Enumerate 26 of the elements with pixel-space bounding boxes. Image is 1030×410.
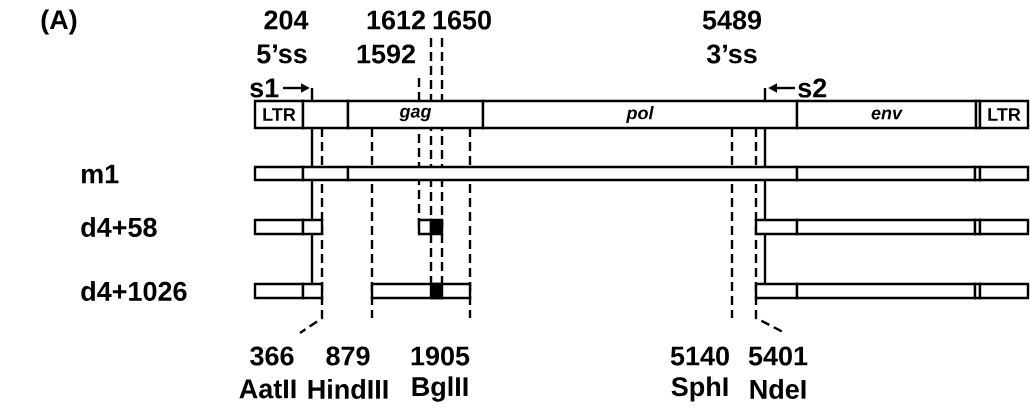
position-number: 5489 <box>702 10 762 30</box>
enzyme-label: AatII <box>239 379 296 399</box>
panel-label: (A) <box>41 9 77 35</box>
position-number: 1612 <box>367 10 425 30</box>
construct-label: d4+1026 <box>81 281 187 301</box>
genome-segment <box>301 99 350 130</box>
position-number: 5140 <box>670 346 729 366</box>
position-number: 1592 <box>357 44 415 64</box>
primer-label: s1 <box>250 78 279 98</box>
position-number: 204 <box>264 10 309 30</box>
position-number: 1905 <box>411 346 470 366</box>
position-number: 879 <box>326 346 370 366</box>
enzyme-label: BglII <box>412 376 468 402</box>
construct-label: m1 <box>82 164 119 184</box>
site-label: 5’ss <box>257 44 307 64</box>
construct-label: d4+58 <box>81 217 157 237</box>
position-number: 1650 <box>433 10 491 30</box>
genome-segment: LTR <box>253 99 305 130</box>
position-number: 5401 <box>748 346 808 366</box>
position-number: 366 <box>250 346 294 366</box>
primer-label: s2 <box>798 78 827 98</box>
enzyme-label: SphI <box>671 376 728 402</box>
enzyme-label: NdeI <box>750 379 806 399</box>
site-label: 3’ss <box>706 44 757 64</box>
genome-segment: LTR <box>978 99 1030 130</box>
enzyme-label: HindIII <box>308 379 388 399</box>
